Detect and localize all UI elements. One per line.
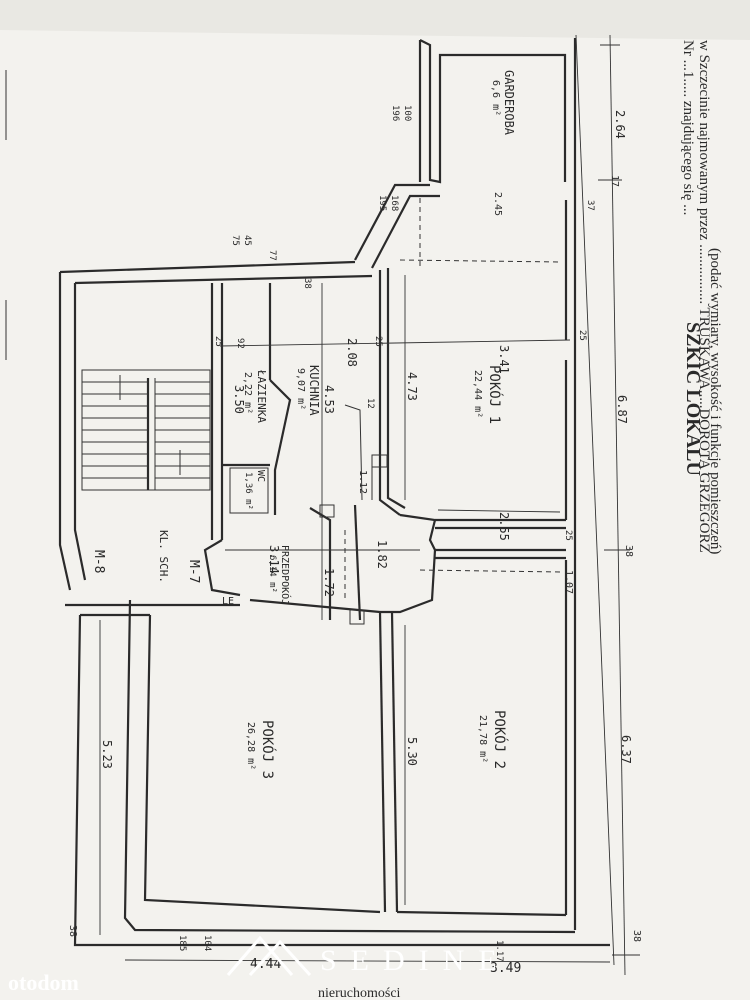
dim-195: 195	[377, 195, 387, 211]
dim-25-d: 25	[213, 336, 223, 347]
room-garderoba-area: 6,6 m²	[490, 80, 501, 116]
dim-37: 37	[585, 200, 595, 211]
dim-2-55: 2.55	[497, 512, 511, 541]
dim-1-72: 1.72	[322, 568, 336, 597]
room-kuchnia-name: KUCHNIA	[307, 365, 321, 416]
dim-2-08: 2.08	[345, 338, 359, 367]
room-przedpokoj-name: PRZEDPOKÓJ	[279, 545, 292, 605]
dim-100: 100	[402, 105, 412, 121]
dim-92: 92	[235, 338, 245, 349]
room-wc-area: 1,36 m²	[243, 472, 253, 510]
dim-25-c: 25	[563, 530, 573, 541]
dim-12: 12	[365, 398, 375, 409]
room-pokoj2-area: 21,78 m²	[477, 715, 488, 763]
watermark-sub: nieruchomości	[318, 986, 401, 1000]
dim-3-49: 3.49	[490, 961, 521, 976]
dim-3-50: 3.50	[232, 385, 246, 414]
dim-17: 17	[609, 175, 620, 187]
room-pokoj1-name: POKÓJ 1	[486, 365, 504, 424]
room-lazienka-name: ŁAZIENKA	[255, 369, 268, 423]
staircase	[81, 369, 211, 491]
room-pokoj1-area: 22,44 m²	[472, 370, 483, 418]
dim-4-73: 4.73	[405, 372, 419, 401]
dim-196: 196	[390, 105, 400, 121]
outer-dimension-lines	[575, 34, 640, 976]
dim-168: 168	[389, 195, 399, 211]
dim-1-17: 1.17	[494, 940, 504, 962]
room-wc-name: WC	[255, 470, 266, 482]
room-pokoj3-name: POKÓJ 3	[259, 720, 277, 779]
marker-m7: M-7	[186, 560, 201, 583]
dim-2-64: 2.64	[613, 110, 627, 139]
sketch-title: SZKIC LOKALU	[682, 322, 704, 476]
room-lazienka-area: 2,22 m²	[242, 372, 253, 414]
dim-104: 104	[202, 935, 212, 951]
room-garderoba-name: GARDEROBA	[502, 70, 516, 136]
room-kuchnia-area: 9,07 m²	[295, 368, 306, 410]
dim-185: 185	[177, 935, 187, 951]
room-klatka-name: KL. SCH.	[157, 530, 170, 583]
dim-1-12: 1.12	[357, 470, 368, 494]
paper-shadow	[0, 0, 750, 40]
house-logo-icon	[226, 935, 294, 976]
room-pokoj3-area: 26,28 m²	[245, 722, 256, 770]
sedine-watermark: SEDINE nieruchomości	[226, 935, 511, 1000]
dim-45: 45	[242, 235, 252, 246]
header-text-block: Nr ...1..... znajdującego się ...	[680, 40, 696, 215]
marker-m8: M-8	[91, 550, 106, 573]
header-line-1: Nr ...1..... znajdującego się ...	[680, 40, 696, 215]
header-line-2: w Szczecinie najmowanym przez ..........…	[696, 40, 712, 553]
dim-4-53: 4.53	[322, 385, 336, 414]
otodom-watermark: otodom	[8, 970, 79, 995]
dim-38-d: 38	[302, 278, 312, 289]
dim-2-45: 2.45	[492, 192, 503, 216]
walls	[58, 38, 610, 947]
dim-25-b: 25	[577, 330, 587, 341]
dim-6-87: 6.87	[615, 395, 629, 424]
dim-38-a: 38	[623, 545, 634, 557]
dim-38-c: 38	[67, 925, 78, 937]
dim-3-41: 3.41	[497, 345, 511, 374]
room-pokoj2-name: POKÓJ 2	[491, 710, 509, 769]
marker-le: LE	[222, 596, 234, 607]
dim-1-82: 1.82	[375, 540, 389, 569]
dim-3-14: 3.14	[267, 545, 281, 574]
house-logo-icon-2	[248, 939, 312, 977]
dim-25-a: 25	[373, 336, 383, 347]
dim-38-b: 38	[631, 930, 642, 942]
dim-1-07: 1.07	[563, 570, 574, 594]
sketch-subtitle: (podać wymiary, wysokość i funkcje pomie…	[707, 248, 723, 554]
dim-77: 77	[267, 250, 277, 261]
header-line2-group: w Szczecinie najmowanym przez ..........…	[696, 40, 712, 553]
dim-75: 75	[230, 235, 240, 246]
dim-5-23: 5.23	[100, 740, 114, 769]
interior-details	[99, 198, 611, 963]
dim-5-30: 5.30	[405, 737, 419, 766]
dim-6-37: 6.37	[619, 735, 633, 764]
room-przedpokoj-area: 6,14 m²	[267, 555, 277, 593]
watermark-brand: SEDINE	[320, 944, 511, 977]
